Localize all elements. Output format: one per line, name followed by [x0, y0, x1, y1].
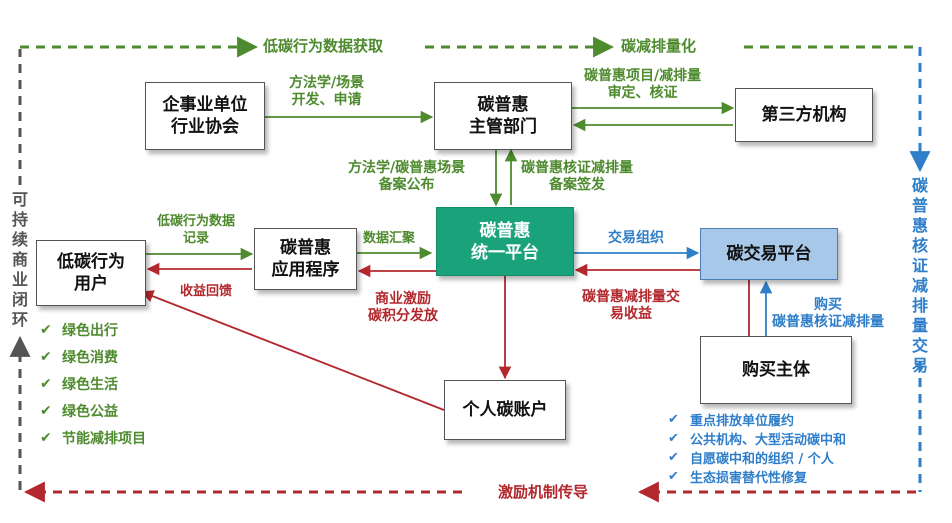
right-flow-label: 碳普惠核证减排量交易	[911, 176, 928, 375]
behavior-item: ✔节能减排项目	[40, 429, 146, 447]
verify-line2: 审定、核证	[607, 85, 678, 101]
account-label: 个人碳账户	[462, 400, 548, 420]
check-icon: ✔	[668, 431, 679, 446]
issuance-line1: 碳普惠核证减排量	[521, 160, 633, 176]
revenue-feedback-label: 收益回馈	[180, 284, 233, 299]
methodology-line2: 开发、申请	[291, 92, 362, 108]
behavior-list: ✔绿色出行 ✔绿色消费 ✔绿色生活 ✔绿色公益 ✔节能减排项目	[40, 316, 146, 451]
issuance-line2: 备案签发	[549, 177, 605, 193]
check-icon: ✔	[40, 429, 52, 446]
check-icon: ✔	[668, 412, 679, 427]
platform-line1: 碳普惠	[479, 220, 531, 241]
top-flow-right-label: 碳减排量化	[621, 37, 697, 55]
filing-line1: 方法学/碳普惠场景	[348, 160, 466, 176]
incentive-line1: 商业激励	[375, 291, 431, 307]
methodology-label: 方法学/场景 开发、申请	[289, 75, 364, 109]
check-icon: ✔	[40, 402, 52, 419]
data-record-line2: 记录	[183, 231, 210, 246]
account-node: 个人碳账户	[444, 380, 566, 440]
trade-org-label: 交易组织	[608, 230, 664, 246]
app-line1: 碳普惠	[280, 238, 331, 258]
trade-revenue-label: 碳普惠减排量交 易收益	[582, 289, 680, 323]
filing-line2: 备案公布	[378, 177, 435, 193]
buyer-type-item: ✔自愿碳中和的组织 / 个人	[668, 450, 834, 467]
platform-line2: 统一平台	[471, 242, 539, 263]
authority-line2: 主管部门	[469, 117, 537, 137]
data-record-line1: 低碳行为数据	[157, 214, 236, 229]
app-node: 碳普惠 应用程序	[254, 228, 357, 290]
buyer-label: 购买主体	[742, 360, 810, 380]
enterprise-node: 企事业单位 行业协会	[145, 82, 265, 150]
methodology-line1: 方法学/场景	[289, 75, 365, 91]
incentive-label: 商业激励 碳积分发放	[368, 291, 438, 325]
trade-revenue-line1: 碳普惠减排量交	[582, 289, 680, 305]
third-party-node: 第三方机构	[735, 88, 873, 142]
check-icon: ✔	[40, 321, 52, 338]
left-flow-label: 可持续商业闭环	[11, 190, 28, 329]
purchase-line2: 碳普惠核证减排量	[772, 314, 884, 330]
verify-label: 碳普惠项目/减排量 审定、核证	[584, 68, 701, 102]
top-flow-left-label: 低碳行为数据获取	[263, 37, 384, 55]
buyer-type-item: ✔公共机构、大型活动碳中和	[668, 431, 847, 448]
buyer-node: 购买主体	[700, 336, 852, 404]
app-line2: 应用程序	[271, 260, 340, 280]
platform-node: 碳普惠 统一平台	[436, 207, 574, 276]
behavior-item: ✔绿色公益	[40, 402, 118, 420]
user-line2: 用户	[74, 274, 108, 294]
behavior-item: ✔绿色消费	[40, 348, 118, 366]
authority-line1: 碳普惠	[477, 95, 529, 115]
buyer-type-list: ✔重点排放单位履约 ✔公共机构、大型活动碳中和 ✔自愿碳中和的组织 / 个人 ✔…	[668, 410, 846, 486]
trade-revenue-line2: 易收益	[610, 306, 652, 322]
issuance-label: 碳普惠核证减排量 备案签发	[521, 160, 633, 194]
third-party-label: 第三方机构	[761, 105, 847, 125]
check-icon: ✔	[40, 348, 52, 365]
purchase-line1: 购买	[814, 297, 842, 313]
behavior-item: ✔绿色出行	[40, 321, 118, 339]
incentive-line2: 碳积分发放	[368, 308, 438, 324]
exchange-label: 碳交易平台	[726, 244, 812, 264]
filing-label: 方法学/碳普惠场景 备案公布	[348, 160, 465, 194]
authority-node: 碳普惠 主管部门	[434, 82, 572, 150]
enterprise-line2: 行业协会	[171, 117, 239, 137]
verify-line1: 碳普惠项目/减排量	[584, 68, 702, 84]
buyer-type-item: ✔重点排放单位履约	[668, 412, 795, 429]
data-record-label: 低碳行为数据 记录	[157, 213, 235, 247]
user-node: 低碳行为 用户	[36, 240, 146, 306]
data-summary-label: 数据汇聚	[363, 231, 416, 246]
check-icon: ✔	[668, 450, 679, 465]
purchase-label: 购买 碳普惠核证减排量	[772, 297, 884, 331]
account-to-user-arrow	[140, 290, 445, 411]
buyer-type-item: ✔生态损害替代性修复	[668, 469, 808, 486]
bottom-flow-label: 激励机制传导	[498, 483, 589, 501]
exchange-node: 碳交易平台	[700, 228, 838, 280]
check-icon: ✔	[668, 469, 679, 484]
user-line1: 低碳行为	[57, 252, 125, 272]
enterprise-line1: 企事业单位	[162, 95, 248, 115]
check-icon: ✔	[40, 375, 52, 392]
behavior-item: ✔绿色生活	[40, 375, 118, 393]
